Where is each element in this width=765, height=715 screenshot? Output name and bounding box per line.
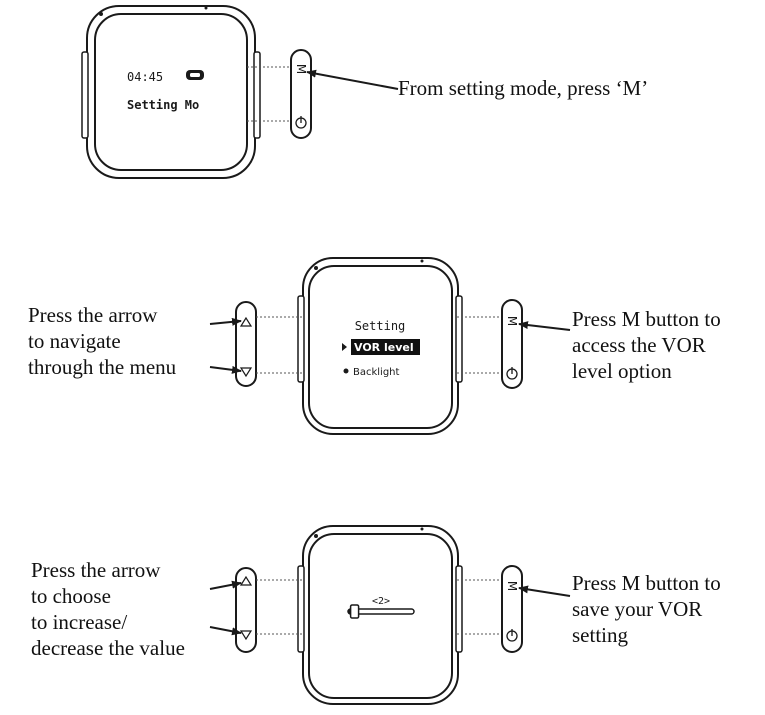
callout-arrow-3-m (518, 585, 571, 597)
panel-2-left-buttons (235, 301, 257, 387)
callout-panel-1: From setting mode, press ‘M’ (398, 76, 649, 100)
callout-panel-2-left: Press the arrow to navigate through the … (28, 303, 177, 379)
callout-arrow-3-up (209, 580, 242, 590)
callout-panel-3-right: Press M button to save your VOR setting (572, 571, 721, 647)
up-arrow-icon[interactable] (239, 316, 253, 327)
menu-highlight (351, 339, 420, 355)
selector-triangle-icon (342, 343, 347, 351)
slider-thumb[interactable] (349, 604, 360, 619)
panel-3-left-buttons (235, 567, 257, 653)
up-arrow-icon[interactable] (239, 575, 253, 586)
power-icon[interactable] (506, 629, 518, 642)
power-icon[interactable] (295, 116, 307, 129)
setting-value: <2> (372, 596, 390, 607)
screen-title: Setting (355, 319, 406, 333)
callout-panel-2-right: Press M button to access the VOR level o… (572, 307, 721, 383)
m-button[interactable]: M (294, 64, 308, 74)
m-button[interactable]: M (505, 581, 519, 591)
panel-2-device: Setting VOR level Backlight (297, 257, 463, 435)
callout-arrow-2-m (518, 321, 571, 331)
callout-arrow-2-down (209, 365, 242, 374)
callout-arrow-1 (306, 69, 399, 90)
panel-3-side-buttons: M (501, 565, 523, 653)
menu-item-vor-level[interactable]: VOR level (354, 341, 414, 354)
bullet-icon (343, 368, 349, 374)
callout-arrow-3-down (209, 626, 242, 636)
screen-mode: Setting Mo (127, 98, 199, 112)
down-arrow-icon[interactable] (239, 367, 253, 378)
screen-time: 04:45 (127, 70, 163, 84)
m-button[interactable]: M (505, 316, 519, 326)
panel-3-device: <2> (297, 525, 463, 705)
down-arrow-icon[interactable] (239, 630, 253, 641)
menu-item-backlight[interactable]: Backlight (353, 367, 400, 378)
callout-panel-3-left: Press the arrow to choose to increase/ d… (31, 558, 185, 660)
callout-arrow-2-up (209, 317, 242, 326)
power-icon[interactable] (506, 367, 518, 380)
panel-1-side-buttons: M (290, 49, 312, 139)
panel-1-device: 04:45 Setting Mo (81, 5, 261, 179)
panel-2-side-buttons: M (501, 299, 523, 389)
